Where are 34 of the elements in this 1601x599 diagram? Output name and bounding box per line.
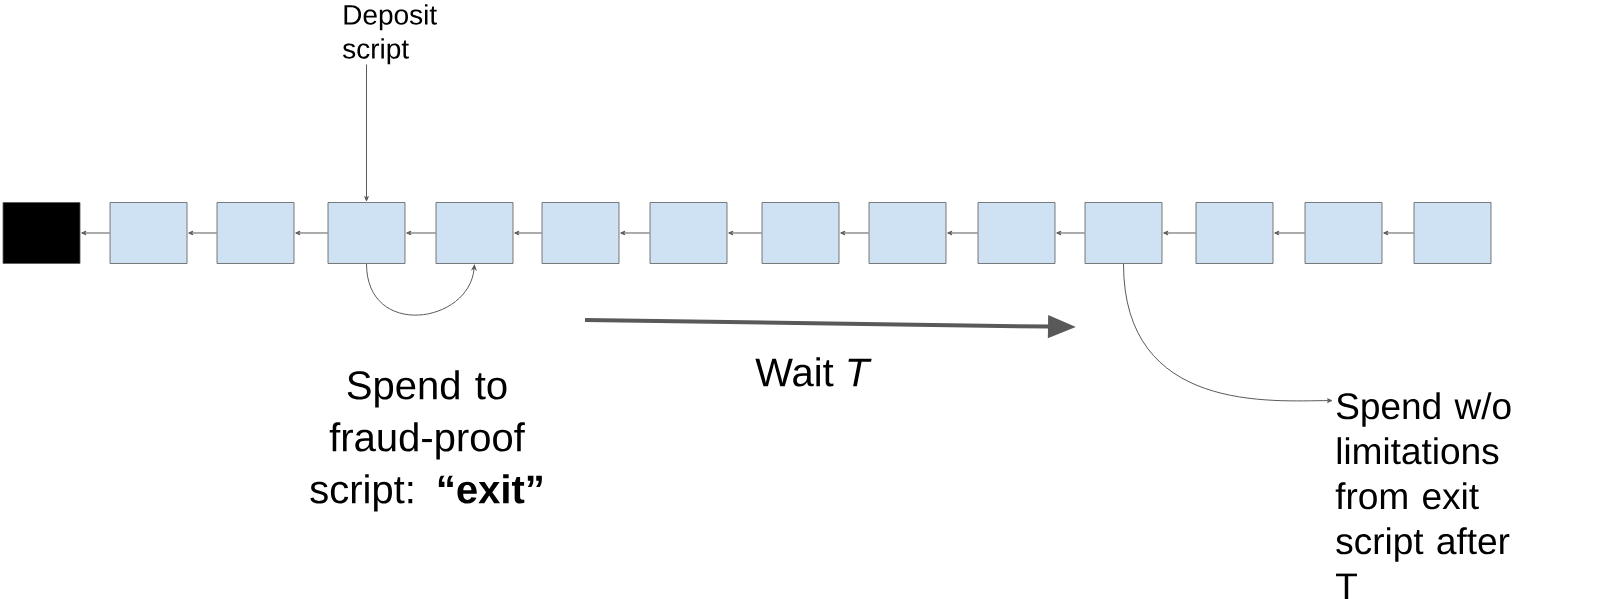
arrow	[1056, 230, 1086, 236]
arrow	[406, 230, 437, 236]
caption-text: Spend to fraud-proof script: “exit”	[310, 370, 542, 512]
arrow	[364, 64, 369, 202]
arrow	[840, 230, 870, 236]
block	[649, 202, 728, 264]
block	[109, 202, 188, 264]
block	[2, 202, 81, 264]
block	[868, 202, 947, 264]
block	[327, 202, 406, 264]
arrow	[947, 230, 979, 236]
arrow	[188, 230, 218, 236]
arrow	[514, 230, 543, 236]
arrow	[1274, 230, 1306, 236]
arrow	[295, 230, 329, 236]
block	[435, 202, 514, 264]
block	[1084, 202, 1163, 264]
arrow	[1163, 230, 1197, 236]
block	[1413, 202, 1492, 264]
arrow	[1383, 230, 1415, 236]
wait-label: Wait T	[755, 357, 872, 387]
arrow	[81, 230, 111, 236]
block	[216, 202, 295, 264]
block	[761, 202, 840, 264]
block	[1195, 202, 1274, 264]
node-label: Spend w/o limitations from exit script after T	[1335, 392, 1511, 599]
block	[977, 202, 1056, 264]
curved-arrow	[1123, 263, 1333, 403]
block	[1304, 202, 1383, 264]
curved-arrow	[366, 263, 477, 316]
block	[541, 202, 620, 264]
arrow	[620, 230, 651, 236]
node-label: Deposit script	[343, 4, 437, 65]
arrow	[728, 230, 763, 236]
